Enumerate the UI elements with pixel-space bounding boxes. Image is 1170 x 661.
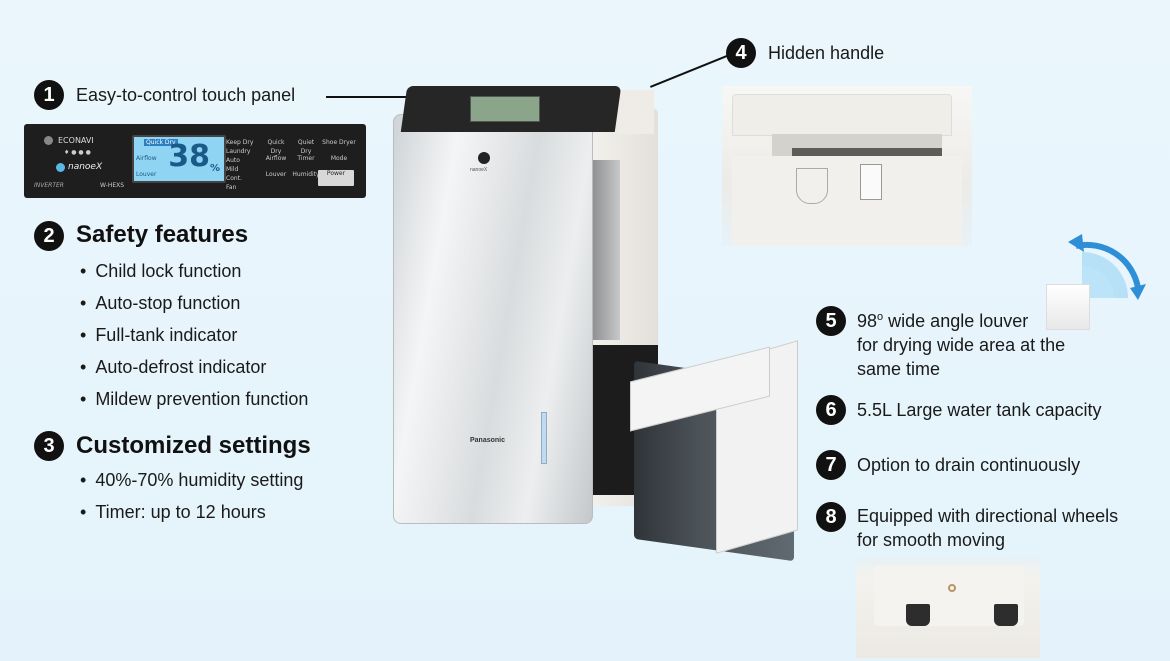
panel-mode-list: Keep Dry Laundry Auto Mild Cont. Fan <box>226 139 254 191</box>
panel-nanoe-label: nanoeX <box>68 162 103 172</box>
custom-settings-list: 40%-70% humidity setting Timer: up to 12… <box>80 464 303 528</box>
panel-col-1: Quick Dry Airflow Louver <box>262 138 290 186</box>
callout-5-badge: 5 <box>816 306 846 336</box>
panel-inverter-label: INVERTER <box>34 182 64 189</box>
dehumidifier-top-lcd <box>470 96 540 122</box>
humidity-button[interactable]: Humidity <box>292 171 320 178</box>
mode-button[interactable]: Mode <box>330 155 348 162</box>
callout-4-label: Hidden handle <box>768 43 885 63</box>
callout-2-title: Safety features <box>76 221 249 248</box>
dehumidifier-side-slot <box>592 160 620 340</box>
hidden-handle-image <box>722 86 972 246</box>
callout-7-label: Option to drain continuously <box>857 455 1081 475</box>
panel-col-3: Shoe Dryer Mode <box>322 138 356 170</box>
louver-swing-icon <box>1068 234 1146 300</box>
callout-7-badge: 7 <box>816 450 846 480</box>
nanoe-icon <box>56 163 65 172</box>
callout-1-leader-line <box>326 96 406 98</box>
list-item: Auto-stop function <box>80 287 308 319</box>
callout-2-badge: 2 <box>34 221 64 251</box>
dehumidifier-top-edge <box>618 90 654 134</box>
panel-col-2: Quiet Dry Timer Humidity <box>292 138 320 186</box>
list-item: Mildew prevention function <box>80 383 308 415</box>
timer-button[interactable]: Timer <box>297 155 315 162</box>
wheel-icon <box>906 604 930 626</box>
wheels-image <box>856 558 1040 658</box>
power-button[interactable]: Power <box>318 170 354 186</box>
list-item: Auto-defrost indicator <box>80 351 308 383</box>
quiet-dry-button[interactable]: Quiet Dry <box>297 139 315 155</box>
water-level-indicator <box>541 412 547 464</box>
shoe-dryer-button[interactable]: Shoe Dryer <box>322 139 356 146</box>
nanoe-badge-text: nanoeX <box>470 167 488 173</box>
callout-8-line-1: Equipped with directional wheels <box>857 506 1119 526</box>
callout-8-badge: 8 <box>816 502 846 532</box>
quick-dry-button[interactable]: Quick Dry <box>267 139 285 155</box>
list-item: Timer: up to 12 hours <box>80 496 303 528</box>
list-item: 40%-70% humidity setting <box>80 464 303 496</box>
dehumidifier-front-panel <box>393 114 593 524</box>
callout-6-badge: 6 <box>816 395 846 425</box>
drain-hose-icon <box>948 584 956 592</box>
callout-4-badge: 4 <box>726 38 756 68</box>
safety-features-list: Child lock function Auto-stop function F… <box>80 255 308 415</box>
list-item: Child lock function <box>80 255 308 287</box>
brand-logo: Panasonic <box>470 437 506 444</box>
callout-5-line-3: same time <box>857 359 941 379</box>
touch-panel-image: ECONAVI ♦ ● ● ● nanoeX INVERTER W-HEXS Q… <box>24 124 366 198</box>
panel-lcd: Quick Dry Airflow Louver 38 % <box>132 135 226 183</box>
louver-unit-image <box>1046 284 1090 330</box>
callout-1-badge: 1 <box>34 80 64 110</box>
panel-model-label: W-HEXS <box>100 182 125 189</box>
econavi-icon <box>44 136 53 145</box>
wheel-icon <box>994 604 1018 626</box>
panel-econavi-label: ECONAVI <box>58 136 94 145</box>
callout-3-title: Customized settings <box>76 432 311 459</box>
drops-icon: ♦ ● ● ● <box>64 149 91 156</box>
lcd-louver: Louver <box>136 171 157 178</box>
warning-label-icon <box>860 164 882 200</box>
callout-5-line-1: 98o wide angle louver <box>857 311 1029 331</box>
callout-3-badge: 3 <box>34 431 64 461</box>
louver-button[interactable]: Louver <box>265 171 287 178</box>
airflow-button[interactable]: Airflow <box>265 155 287 162</box>
lcd-humidity-value: 38 <box>168 139 210 174</box>
callout-6-label: 5.5L Large water tank capacity <box>857 400 1102 420</box>
callout-1-label: Easy-to-control touch panel <box>76 85 296 105</box>
callout-5-line-2: for drying wide area at the <box>857 335 1066 355</box>
callout-8-line-2: for smooth moving <box>857 530 1006 550</box>
lcd-mode: Quick Dry <box>144 139 178 146</box>
list-item: Full-tank indicator <box>80 319 308 351</box>
lcd-airflow: Airflow <box>136 155 157 162</box>
nanoe-logo-icon <box>478 152 490 164</box>
lcd-humidity-unit: % <box>209 163 220 174</box>
